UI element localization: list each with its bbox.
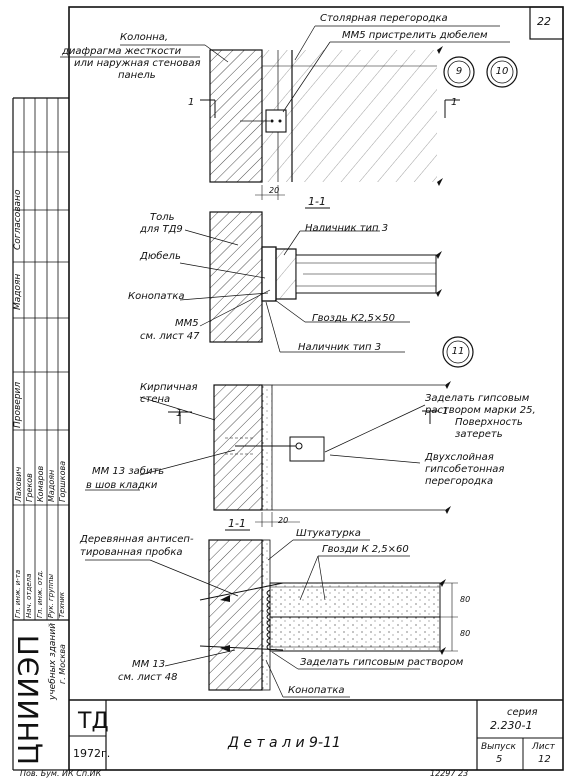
label-caulk-11: Конопатка [288,685,345,696]
dim-20-top: 20 [269,186,280,195]
detail-10-drawing [179,211,474,368]
label-tol-2: для ТД9 [140,224,183,235]
role-0: Гл. инж. и-та [14,569,22,618]
name-1: Греков [25,473,34,502]
callout-9-circle [443,56,475,88]
label-brick-2: стена [140,394,171,405]
label-plug-2: тированная пробка [80,547,183,558]
callout-10-text: 10 [495,66,509,77]
sheet-title: Д е т а л и 9-11 [228,735,341,751]
institute-subtitle: учебных зданий [48,622,58,700]
sheet-value: 12 [538,754,551,765]
label-plug: Деревянная антисеп- [80,534,194,545]
label-brick: Кирпичная [140,382,198,393]
section-mark-11-left: 1 [176,408,183,419]
section-label-top: 1-1 [308,195,326,208]
role-2: Гл. инж. отд. [36,569,44,618]
page-number: 22 [537,15,551,28]
callout-9-text: 9 [455,66,463,77]
detail-11-plug-drawing [85,539,458,698]
bottom-left-note: Пов. Бум. ИК Сп.ИК [20,769,102,778]
title-block [69,699,563,770]
column-section-9 [209,49,263,183]
label-plaster-fill-4: затереть [455,429,503,440]
callout-11-text: 11 [451,346,465,357]
callout-11-circle [442,336,474,368]
label-double: Двухслойная [425,452,494,463]
dim-80-a: 80 [460,595,471,604]
label-column-4: панель [118,70,156,81]
page-number-box [529,6,564,40]
section-label-mid: 1-1 [228,517,246,530]
label-mm13-b: в шов кладки [86,480,158,491]
label-plaster-fill: Заделать гипсовым [425,393,530,404]
label-stucco: Штукатурка [296,528,361,539]
name-0: Лахович [14,466,23,502]
label-plaster-final: Заделать гипсовым раствором [300,657,464,668]
approval-1: Мадоян [13,273,23,310]
callout-10-circle [486,56,518,88]
label-nail-10: Гвоздь К2,5×50 [312,313,395,324]
column-section-10 [209,211,263,343]
section-mark-9-right: 1 [451,97,458,108]
role-3: Рук. группы [47,574,55,618]
dim-80-b: 80 [460,629,471,638]
label-plaster-fill-3: Поверхность [455,417,523,428]
label-double-3: перегородка [425,476,494,487]
approval-2: Проверил [13,381,23,428]
approval-0: Согласовано [13,189,23,250]
label-trim-2: Наличник тип 3 [298,342,382,353]
label-mm13-ref: см. лист 48 [118,672,178,683]
series-value: 2.230-1 [490,719,533,732]
institute-city: г. Москва [58,644,67,684]
label-column-3: или наружная стеновая [74,58,201,69]
detail-9-drawing [60,25,518,209]
issue-label: Выпуск [481,742,516,752]
sheet-label: Лист [532,742,555,752]
section-mark-9-left: 1 [188,97,195,108]
series-label: серия [507,707,538,718]
name-2: Комаров [36,465,45,502]
year: 1972г. [73,747,111,760]
bottom-note: 12297 23 [430,769,469,778]
td-mark: ТД [78,709,109,734]
label-dowel: Дюбель [140,251,181,262]
label-trim-1: Наличник тип 3 [305,223,389,234]
label-mm5: ММ5 [175,318,199,329]
section-mark-11-right: 1 [442,406,449,417]
sidebar-table [12,97,69,771]
label-screw: ММ5 пристрелить дюбелем [342,30,488,41]
sheet-frame [68,6,564,771]
dim-20-mid: 20 [278,516,289,525]
label-column: Колонна, [120,32,169,43]
label-double-2: гипсобетонная [425,464,505,475]
wall-with-plug [208,539,263,691]
issue-value: 5 [496,754,503,765]
label-caulk-10: Конопатка [128,291,185,302]
brick-wall [213,384,263,511]
label-tol: Толь [150,212,175,223]
label-mm13-2: ММ 13 [132,659,166,670]
label-mm13: ММ 13 забить [92,466,165,477]
institute-name: ЦНИИЭП [12,633,45,765]
partition-board-9 [262,50,437,182]
label-nails-11: Гвозди К 2,5×60 [322,544,409,555]
label-partition: Столярная перегородка [320,13,448,24]
role-1: Нач. отдела [25,573,33,618]
label-column-2: диафрагма жесткости [62,46,182,57]
name-3: Мадоян [47,469,56,502]
label-plaster-fill-2: раствором марки 25, [425,405,536,416]
label-mm5-ref: см. лист 47 [140,331,200,342]
detail-11-brick-drawing [85,381,451,531]
role-4: Техник [58,591,66,618]
name-4: Горшкова [58,460,67,502]
